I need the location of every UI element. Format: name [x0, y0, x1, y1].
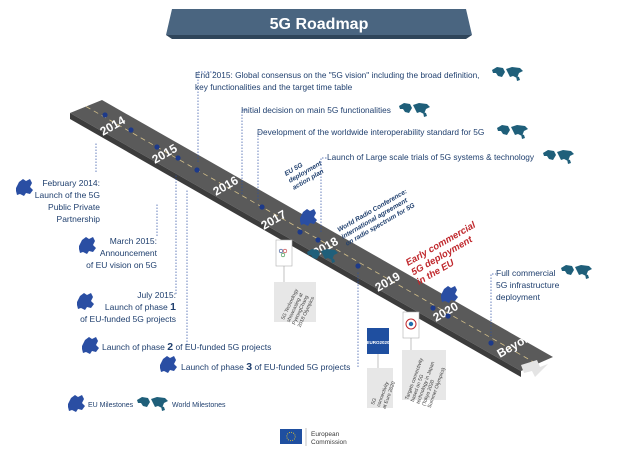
svg-text:March 2015:: March 2015: — [110, 236, 157, 246]
world-milestone-standard: Development of the worldwide interoperab… — [257, 127, 484, 137]
label-world-radio-conference: World Radio Conference: international ag… — [337, 188, 417, 247]
globe-icon — [492, 67, 523, 81]
world-milestone-end-2015-line1: End 2015: Global consensus on the "5G vi… — [195, 70, 480, 80]
world-milestone-functionalities: Initial decision on main 5G functionalit… — [241, 105, 391, 115]
card-tokyo-2020: Targets connectivity based on 5G technol… — [402, 311, 447, 409]
footer-logo: European Commission — [280, 428, 347, 446]
svg-text:5G: 5G — [370, 397, 378, 405]
eu-milestone-feb-2014: February 2014: Launch of the 5G Public P… — [35, 178, 100, 224]
tokyo-emblem-icon — [405, 318, 417, 330]
globe-icon — [561, 265, 592, 279]
globe-icon — [399, 103, 430, 117]
eu-map-icon — [77, 293, 94, 310]
svg-text:Launch of the 5G: Launch of the 5G — [35, 190, 100, 200]
eu-milestone-phase-2: Launch of phase 2 of EU-funded 5G projec… — [102, 341, 271, 353]
svg-text:5G infrastructure: 5G infrastructure — [496, 280, 560, 290]
svg-text:Partnership: Partnership — [57, 214, 101, 224]
svg-text:deployment: deployment — [496, 292, 541, 302]
svg-text:Full commercial: Full commercial — [496, 268, 556, 278]
world-milestone-trials: Launch of Large scale trials of 5G syste… — [327, 152, 535, 162]
label-full-commercial: Full commercial 5G infrastructure deploy… — [496, 268, 560, 302]
road-dots — [102, 112, 494, 346]
globe-icon — [137, 397, 168, 411]
page-title: 5G Roadmap — [270, 16, 369, 33]
eu-flag-icon — [280, 429, 302, 444]
globe-icon — [497, 125, 528, 139]
euro2020-badge: EURO2020 — [366, 340, 390, 345]
label-early-commercial: Early commercial 5G deployment in the EU — [404, 220, 478, 288]
footer-commission: Commission — [311, 439, 347, 446]
eu-map-icon — [79, 237, 96, 254]
eu-map-icon — [68, 395, 85, 412]
legend: EU Milestones World Milestones — [68, 395, 226, 412]
road — [70, 100, 553, 377]
eu-map-icon — [160, 356, 177, 373]
svg-text:February 2014:: February 2014: — [42, 178, 100, 188]
eu-milestone-phase-3: Launch of phase 3 of EU-funded 5G projec… — [181, 361, 350, 373]
card-euro-2020: EURO2020 5G connectivity at Euro 2020 — [366, 328, 397, 410]
world-milestone-end-2015-line2: key functionalities and the target time … — [195, 82, 353, 92]
card-pyeongchang-2018: 5G Technology showcasing at PyeongChang … — [274, 239, 316, 328]
title-banner: 5G Roadmap — [166, 9, 472, 39]
legend-eu: EU Milestones — [88, 402, 134, 409]
legend-world: World Milestones — [172, 402, 226, 409]
leader-lines — [95, 71, 496, 367]
globe-icon — [543, 150, 574, 164]
svg-text:Announcement: Announcement — [100, 248, 158, 258]
olympic-rings-icon — [278, 248, 284, 254]
eu-map-icon — [441, 286, 458, 303]
eu-map-icon — [82, 337, 99, 354]
eu-milestone-mar-2015: March 2015: Announcement of EU vision on… — [86, 236, 158, 270]
footer-european: European — [311, 431, 340, 438]
eu-milestone-jul-2015: July 2015: Launch of phase 1 of EU-funde… — [80, 290, 176, 324]
svg-text:of EU-funded 5G projects: of EU-funded 5G projects — [80, 314, 176, 324]
svg-text:Public Private: Public Private — [48, 202, 100, 212]
svg-text:July 2015:: July 2015: — [137, 290, 176, 300]
svg-text:Launch of phase 1: Launch of phase 1 — [105, 301, 176, 313]
eu-map-icon — [16, 179, 33, 196]
svg-text:of EU vision on 5G: of EU vision on 5G — [86, 260, 157, 270]
